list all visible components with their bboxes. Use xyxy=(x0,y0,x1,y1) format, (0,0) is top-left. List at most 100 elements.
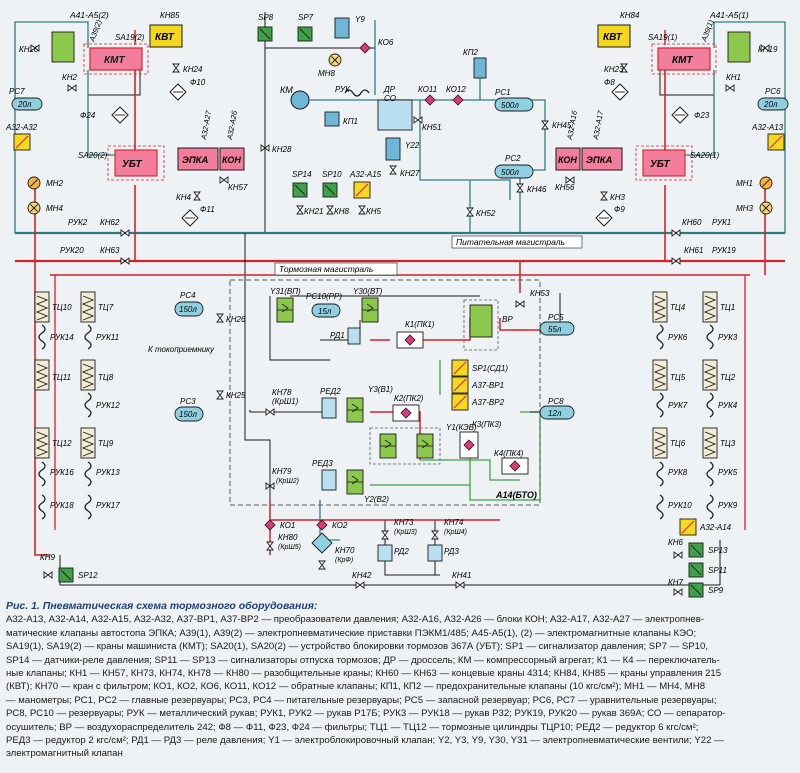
kp2-valve xyxy=(473,57,487,79)
kmt-label-left: КМТ xyxy=(104,55,125,66)
compressor-section: SP8 SP7 Y9 КО6 МН8 КМ РУК КП1 ДР СО КО11… xyxy=(257,13,572,218)
caption-line: А32-А13, А32-А14, А32-А15, А32-А32, А37-… xyxy=(6,614,705,626)
ko1-label: КО1 xyxy=(280,521,295,530)
caption-line: SP14 — датчики-реле давления; SP11 — SP1… xyxy=(6,654,720,666)
sp14-label: SP14 xyxy=(292,170,312,179)
ubt-label-left: УБТ xyxy=(122,159,142,170)
ko11-label: КО11 xyxy=(418,85,437,94)
kh45-label: КН45 xyxy=(552,121,572,130)
kh6-label: КН6 xyxy=(668,538,683,547)
rs10-volume: 15л xyxy=(318,307,332,316)
mh8-label: МН8 xyxy=(318,69,335,78)
ko6-label: КО6 xyxy=(378,38,394,47)
epka-box-left xyxy=(177,147,219,171)
kh73b-label: (КрШ3) xyxy=(394,529,417,536)
mh1-label: МН1 xyxy=(736,179,753,188)
a32a14-label: А32-А14 xyxy=(699,523,732,532)
kh78-label: КН78 xyxy=(272,388,292,397)
tc1-label: ТЦ1 xyxy=(720,303,735,312)
red2-reducer xyxy=(321,397,337,419)
a39-2-label: А39(2) xyxy=(87,18,104,44)
sp12-label: SP12 xyxy=(78,571,98,580)
rs7-volume: 20л xyxy=(17,100,32,109)
kmt-box-left xyxy=(89,47,143,71)
caption-line: электромагнитный клапан xyxy=(6,748,123,760)
rs7-label: РС7 xyxy=(9,87,25,96)
red2-label: РЕД2 xyxy=(320,387,341,396)
kh70b-label: (КрФ) xyxy=(335,557,353,564)
kh63-label: КН63 xyxy=(100,246,120,255)
kh74b-label: (КрШ4) xyxy=(444,529,467,536)
pneumatic-diagram: А41-А5(2) А39(2) SA19(2) КН20 КМТ КН2 КВ… xyxy=(5,10,789,598)
sp10-label: SP10 xyxy=(322,170,342,179)
ubt-label-right: УБТ xyxy=(650,159,670,170)
f23-label: Ф23 xyxy=(694,111,710,120)
kvt-label-right: КВТ xyxy=(603,32,623,43)
kh78b-label: (КрШ1) xyxy=(272,397,299,406)
f8-label: Ф8 xyxy=(604,78,615,87)
caption-line: РЕД3 — редуктор 2 кгс/см²; РД1 — РД3 — р… xyxy=(6,735,724,747)
kh60-label: КН60 xyxy=(682,218,702,227)
ruk8-label: РУК8 xyxy=(668,468,688,477)
f10-label: Ф10 xyxy=(190,78,206,87)
rd1-relay xyxy=(347,327,361,345)
kmt-label-right: КМТ xyxy=(672,55,693,66)
tc7-label: ТЦ7 xyxy=(98,303,114,312)
kh2-label: КН2 xyxy=(62,73,77,82)
sa20-1-label: SA20(1) xyxy=(690,151,720,160)
kh28-label: КН28 xyxy=(272,145,292,154)
tc2-label: ТЦ2 xyxy=(720,373,736,382)
k2-label: К2(ПК2) xyxy=(394,394,424,403)
rs4-label: РС4 xyxy=(180,291,196,300)
a41a5-1-label: А41-А5(1) xyxy=(709,10,749,20)
kh5-label: КН5 xyxy=(366,207,381,216)
mh2-label: МН2 xyxy=(46,179,63,188)
kh80b-label: (КрШ5) xyxy=(278,544,301,551)
rs10-label: РС10(РР) xyxy=(306,292,342,301)
kp1-label: КП1 xyxy=(343,117,358,126)
a32a26-label: А32-А26 xyxy=(225,109,239,141)
a37vr2-label: А37-ВР2 xyxy=(471,398,505,407)
bto-block: РС4 150л КН26 К токоприемнику КН25 РС3 1… xyxy=(148,287,575,589)
ruk11-label: РУК11 xyxy=(96,333,119,342)
ruk9-label: РУК9 xyxy=(718,501,738,510)
kon-box-right xyxy=(555,147,581,171)
ko2-label: КО2 xyxy=(332,521,348,530)
kh9-label: КН9 xyxy=(40,553,55,562)
kon-box-left xyxy=(219,147,245,171)
tc11-label: ТЦ11 xyxy=(52,373,71,382)
cylinders-right: ТЦ4 РУК6 ТЦ1 РУК3 ТЦ5 РУК7 ТЦ2 РУК4 ТЦ6 … xyxy=(652,291,738,598)
ruk10-label: РУК10 xyxy=(668,501,692,510)
ruk14-label: РУК14 xyxy=(50,333,74,342)
rs5-label: РС5 xyxy=(548,313,564,322)
bto-label: А14(БТО) xyxy=(495,490,537,500)
kp2-label: КП2 xyxy=(463,48,479,57)
ubt-box-left xyxy=(114,149,158,177)
kmt-box-right xyxy=(657,47,711,71)
kh79b-label: (КрШ2) xyxy=(276,478,299,485)
sp9-label: SP9 xyxy=(708,586,724,595)
rs3-volume: 150л xyxy=(179,410,197,419)
kh3-label: КН3 xyxy=(610,193,625,202)
rs6-volume: 20л xyxy=(763,100,778,109)
pitatelnaya-label: Питательная магистраль xyxy=(456,237,565,247)
rs1-label: РС1 xyxy=(495,88,511,97)
figure-caption: Рис. 1. Пневматическая схема тормозного … xyxy=(6,600,796,761)
tc3-label: ТЦ3 xyxy=(720,439,736,448)
ruk13-label: РУК13 xyxy=(96,468,120,477)
a41a5-2-valve xyxy=(51,31,75,63)
separator-co xyxy=(377,99,413,131)
rd2-relay xyxy=(377,544,393,562)
kh1-label: КН1 xyxy=(726,73,741,82)
caption-line: — манометры; РС1, РС2 — главные резервуа… xyxy=(6,694,717,706)
caption-line: ные клапаны; КН1 — КН57, КН73, КН74, КН7… xyxy=(6,668,722,680)
k1-label: К1(ПК1) xyxy=(405,320,435,329)
kh56-label: КН56 xyxy=(555,183,575,192)
ruk5-label: РУК5 xyxy=(718,468,738,477)
k4-label: К4(ПК4) xyxy=(494,449,524,458)
mh3-label: МН3 xyxy=(736,204,753,213)
rs1-volume: 500л xyxy=(501,101,519,110)
kh74-label: КН74 xyxy=(444,518,464,527)
pipes xyxy=(14,12,786,586)
kh24-label: КН24 xyxy=(183,65,203,74)
